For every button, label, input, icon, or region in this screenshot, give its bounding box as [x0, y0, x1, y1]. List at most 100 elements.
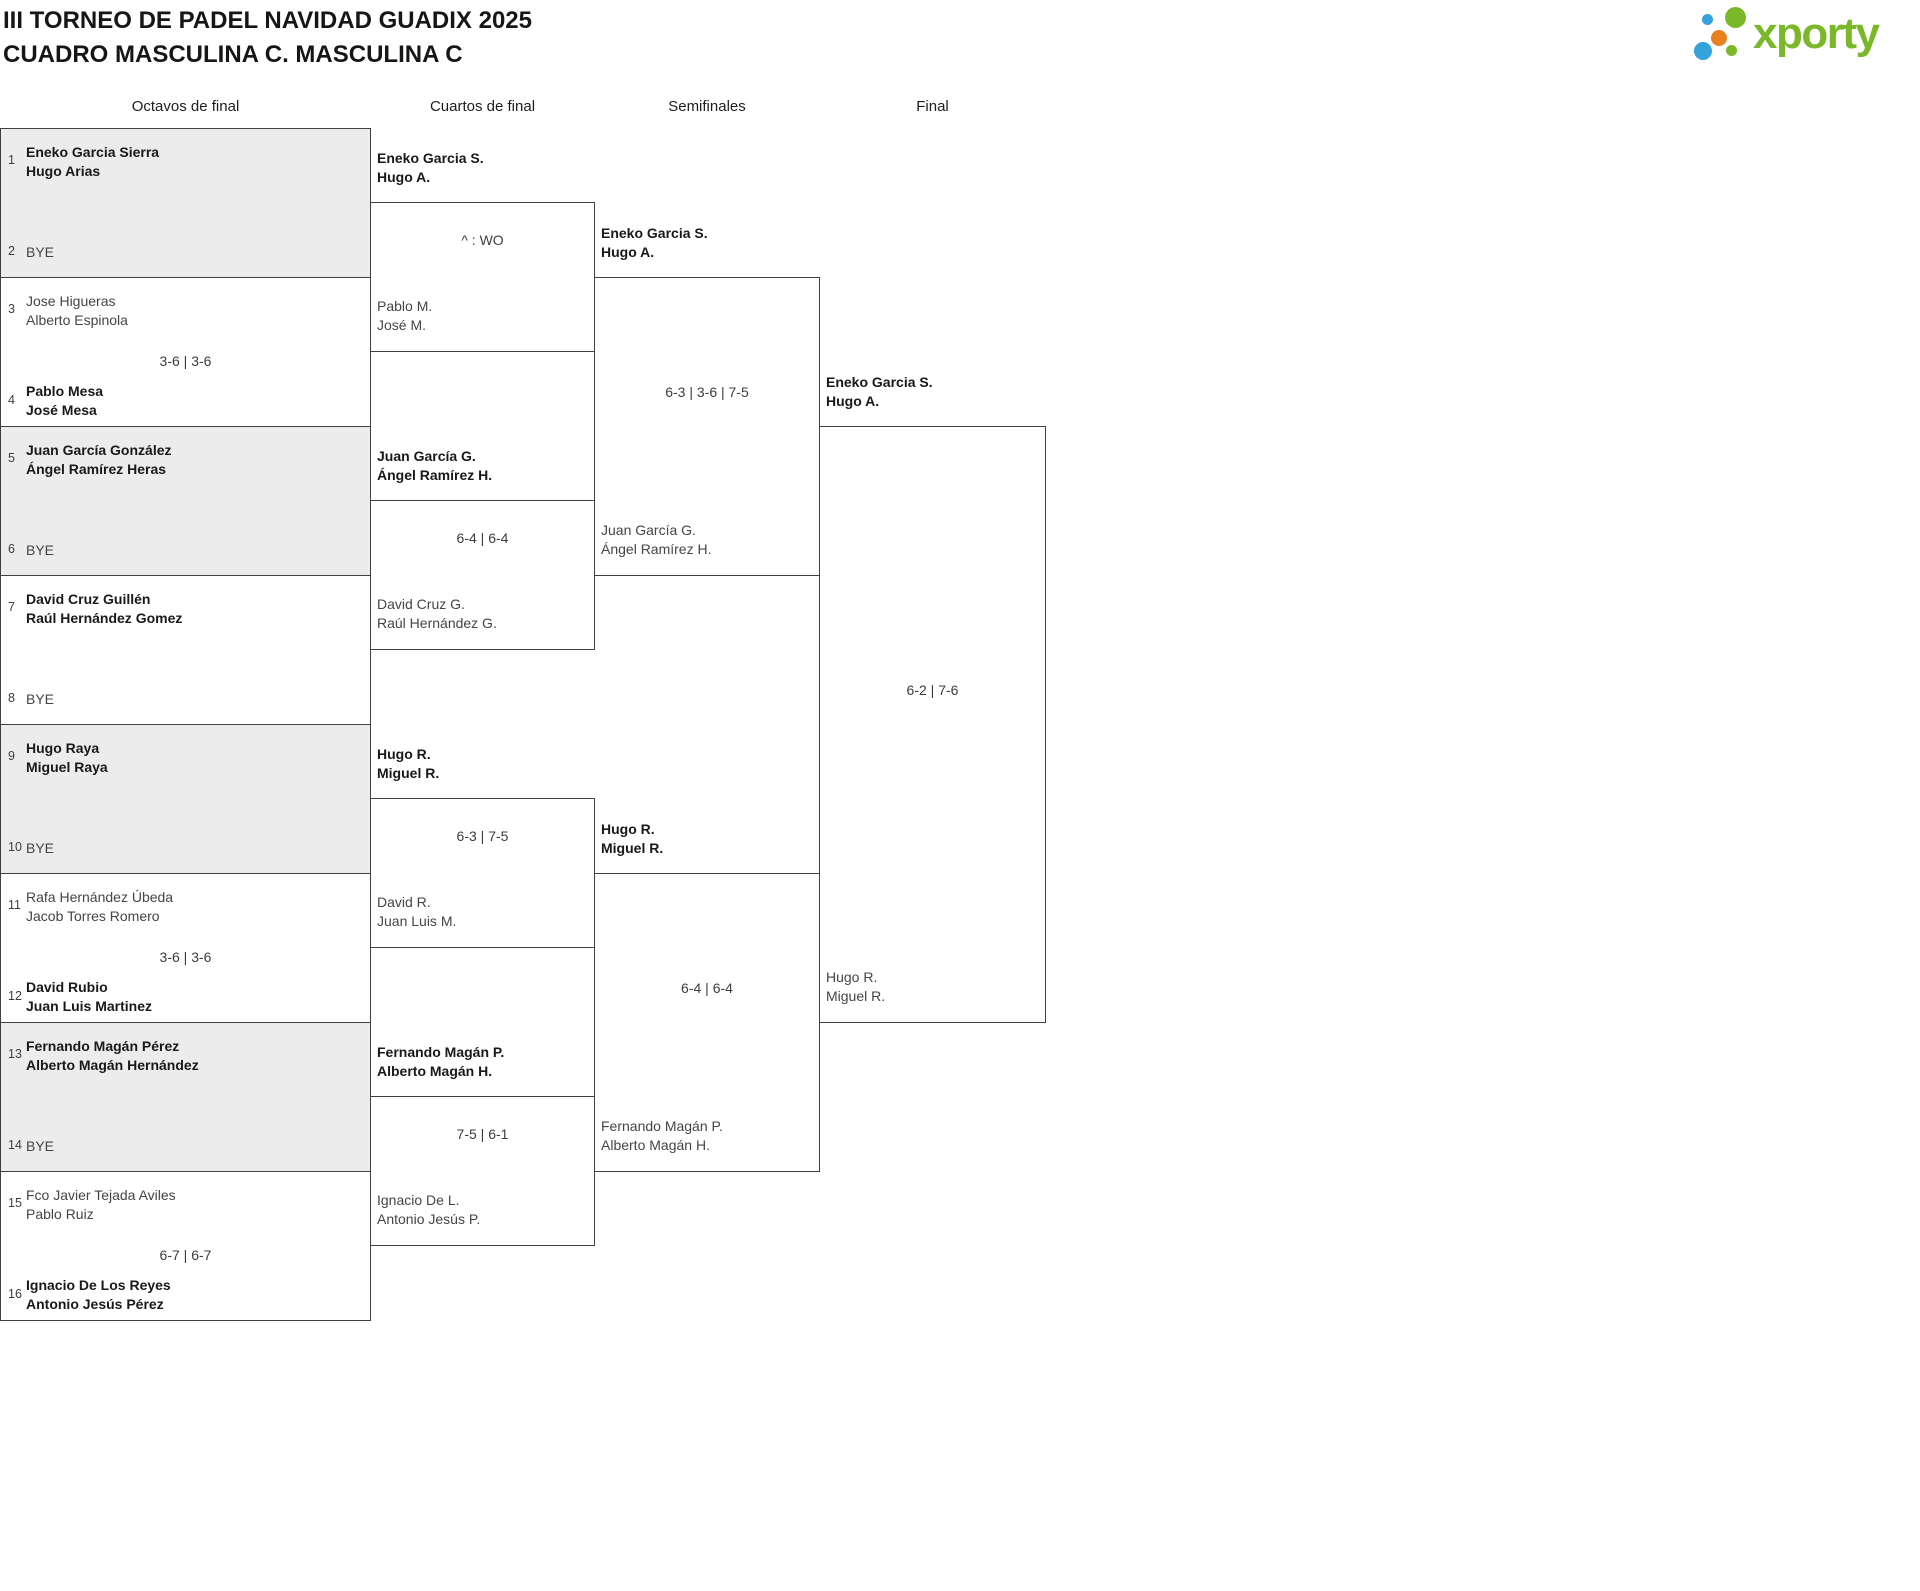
player-name: Hugo R.: [601, 821, 655, 837]
match-sf-2: Hugo R. Miguel R. 6-4 | 6-4 Fernando Mag…: [594, 821, 820, 1172]
player-name: Antonio Jesús P.: [377, 1211, 481, 1227]
match-score: 3-6 | 3-6: [159, 949, 212, 965]
player-name: Ángel Ramírez H.: [377, 467, 493, 483]
bye-label: BYE: [26, 839, 55, 856]
match-score: 6-3 | 3-6 | 7-5: [665, 384, 749, 400]
logo-dot-green-large: [1725, 7, 1746, 28]
player-name: Hugo Arias: [26, 163, 101, 179]
match-score: 6-2 | 7-6: [906, 682, 959, 698]
round-header-semifinales: Semifinales: [668, 98, 746, 115]
team-bottom: Juan García G. Ángel Ramírez H.: [601, 521, 815, 559]
match-r16-6: 11 Rafa Hernández Úbeda Jacob Torres Rom…: [0, 873, 371, 1023]
team-top: Hugo Raya Miguel Raya: [26, 739, 366, 777]
match-score: 6-4 | 6-4: [456, 530, 509, 546]
team-top: Rafa Hernández Úbeda Jacob Torres Romero: [26, 888, 366, 926]
player-name: Rafa Hernández Úbeda: [26, 889, 174, 905]
match-qf-2: Juan García G. Ángel Ramírez H. 6-4 | 6-…: [370, 448, 595, 650]
player-name: David Rubio: [26, 979, 108, 995]
player-name: Juan García G.: [377, 448, 476, 464]
player-name: Alberto Magán H.: [377, 1063, 493, 1079]
team-top: Fco Javier Tejada Aviles Pablo Ruiz: [26, 1186, 366, 1224]
logo-dot-green-small: [1726, 45, 1737, 56]
logo-dot-blue-small: [1702, 14, 1713, 25]
team-bottom: David Rubio Juan Luis Martinez: [26, 978, 366, 1016]
team-bottom: Fernando Magán P. Alberto Magán H.: [601, 1117, 815, 1155]
round-header-cuartos: Cuartos de final: [429, 98, 536, 115]
seed-number: 4: [8, 393, 15, 407]
player-name: Pablo M.: [377, 298, 433, 314]
player-name: Fernando Magán P.: [601, 1118, 723, 1134]
xporty-logo[interactable]: xporty: [1683, 1, 1916, 65]
seed-number: 9: [8, 749, 15, 763]
player-name: Pablo Mesa: [26, 383, 104, 399]
player-name: David R.: [377, 894, 431, 910]
player-name: Hugo A.: [377, 169, 431, 185]
player-name: Fernando Magán Pérez: [26, 1038, 180, 1054]
team-bottom: BYE: [26, 233, 366, 271]
match-r16-8: 15 Fco Javier Tejada Aviles Pablo Ruiz 6…: [0, 1171, 371, 1321]
player-name: Miguel R.: [377, 765, 440, 781]
team-top: Fernando Magán Pérez Alberto Magán Herná…: [26, 1037, 366, 1075]
player-name: Alberto Magán Hernández: [26, 1057, 199, 1073]
player-name: José Mesa: [26, 402, 97, 418]
seed-number: 15: [8, 1196, 22, 1210]
seed-number: 11: [8, 898, 21, 912]
team-top: David Cruz Guillén Raúl Hernández Gomez: [26, 590, 366, 628]
team-bottom: Ignacio De Los Reyes Antonio Jesús Pérez: [26, 1276, 366, 1314]
seed-number: 13: [8, 1047, 22, 1061]
title-line-1: III TORNEO DE PADEL NAVIDAD GUADIX 2025: [3, 7, 532, 34]
player-name: Miguel Raya: [26, 759, 108, 775]
player-name: Pablo Ruiz: [26, 1206, 94, 1222]
player-name: David Cruz Guillén: [26, 591, 151, 607]
player-name: David Cruz G.: [377, 596, 465, 612]
seed-number: 10: [8, 840, 22, 854]
match-r16-2: 3 Jose Higueras Alberto Espinola 3-6 | 3…: [0, 277, 371, 427]
team-bottom: David R. Juan Luis M.: [377, 893, 590, 931]
player-name: Antonio Jesús Pérez: [26, 1296, 164, 1312]
match-final: Eneko Garcia S. Hugo A. 6-2 | 7-6 Hugo R…: [819, 374, 1046, 1023]
logo-dot-blue-large: [1694, 42, 1712, 60]
player-name: Raúl Hernández G.: [377, 615, 497, 631]
player-name: Ignacio De Los Reyes: [26, 1277, 171, 1293]
player-name: Miguel R.: [826, 988, 886, 1004]
round-header-octavos: Octavos de final: [131, 98, 240, 115]
match-qf-4: Fernando Magán P. Alberto Magán H. 7-5 |…: [370, 1044, 595, 1246]
team-top: Eneko Garcia S. Hugo A.: [601, 224, 708, 262]
team-bottom: BYE: [26, 680, 366, 718]
player-name: Juan García G.: [601, 522, 696, 538]
match-score: 3-6 | 3-6: [159, 353, 212, 369]
match-qf-1: Eneko Garcia S. Hugo A. ^ : WO Pablo M. …: [370, 150, 595, 352]
team-bottom: David Cruz G. Raúl Hernández G.: [377, 595, 590, 633]
seed-number: 3: [8, 302, 15, 316]
player-name: Alberto Magán H.: [601, 1137, 710, 1153]
player-name: Juan Luis M.: [377, 913, 457, 929]
team-bottom: Pablo Mesa José Mesa: [26, 382, 366, 420]
player-name: Ignacio De L.: [377, 1192, 460, 1208]
player-name: Hugo R.: [826, 969, 878, 985]
team-top: Fernando Magán P. Alberto Magán H.: [377, 1043, 504, 1081]
seed-number: 6: [8, 542, 15, 556]
match-r16-5: 9 Hugo Raya Miguel Raya 10 BYE: [0, 724, 371, 874]
player-name: Alberto Espinola: [26, 312, 128, 328]
title-line-2: CUADRO MASCULINA C. MASCULINA C: [3, 41, 463, 68]
match-r16-1: 1 Eneko Garcia Sierra Hugo Arias 2 BYE: [0, 128, 371, 278]
team-top: Eneko Garcia Sierra Hugo Arias: [26, 143, 366, 181]
bye-label: BYE: [26, 690, 55, 707]
team-bottom: Hugo R. Miguel R.: [826, 968, 1041, 1006]
player-name: Fernando Magán P.: [377, 1044, 505, 1060]
seed-number: 8: [8, 691, 15, 705]
team-top: Juan García González Ángel Ramírez Heras: [26, 441, 366, 479]
seed-number: 7: [8, 600, 15, 614]
match-score: 7-5 | 6-1: [456, 1126, 509, 1142]
player-name: Hugo Raya: [26, 740, 100, 756]
seed-number: 12: [8, 989, 22, 1003]
logo-dot-orange: [1711, 30, 1727, 46]
page-title: III TORNEO DE PADEL NAVIDAD GUADIX 2025 …: [3, 4, 532, 72]
player-name: Hugo R.: [377, 746, 431, 762]
team-top: Eneko Garcia S. Hugo A.: [377, 149, 484, 187]
player-name: Ángel Ramírez Heras: [26, 461, 167, 477]
seed-number: 1: [8, 153, 15, 167]
match-r16-4: 7 David Cruz Guillén Raúl Hernández Gome…: [0, 575, 371, 725]
player-name: José M.: [377, 317, 427, 333]
